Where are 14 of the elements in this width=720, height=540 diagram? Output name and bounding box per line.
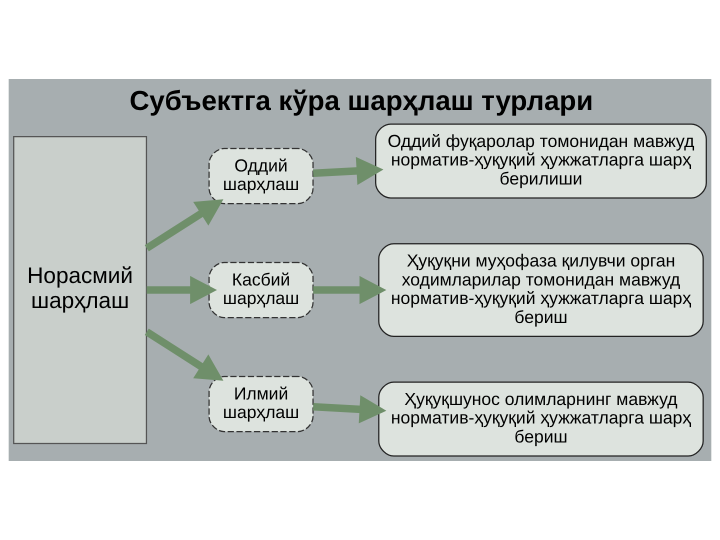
arrow [313, 156, 384, 186]
arrow [313, 395, 386, 424]
node-box: Илмий шарҳлаш [208, 376, 314, 432]
node-box: Оддий шарҳлаш [208, 148, 314, 204]
diagram-title: Субъектга кўра шарҳлаш турлари [130, 84, 594, 116]
arrow [313, 276, 386, 304]
node-box: Ҳуқуқшунос олимларнинг мавжуд норматив-ҳуқуқий ҳужжатларга шарҳ бериш [378, 381, 704, 457]
node-box: Касбий шарҳлаш [208, 262, 314, 318]
arrow [144, 199, 224, 252]
node-box: Оддий фуқаролар томонидан мавжуд норматив-ҳуқуқий ҳужжатларга шарҳ берилиши [375, 123, 707, 199]
node-box: Ҳуқуқни муҳофаза қилувчи орган ходимларилар томонидан мавжуд норматив-ҳуқуқий ҳужжатларга шарҳ бериш [378, 243, 704, 337]
node-box: Норасмий шарҳлаш [13, 136, 148, 444]
arrow [146, 276, 217, 304]
arrow [144, 328, 224, 381]
